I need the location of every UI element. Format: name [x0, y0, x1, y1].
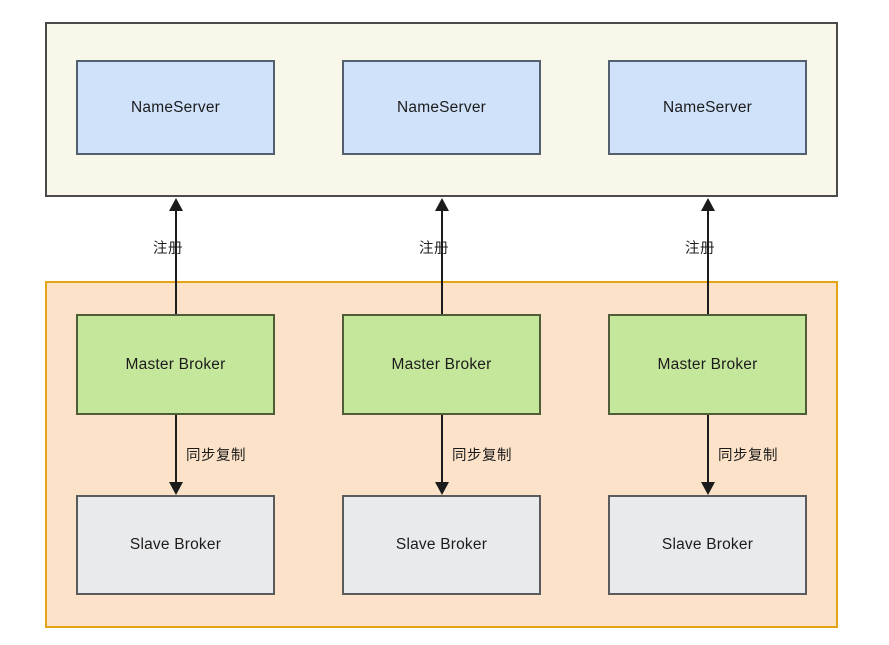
- register-line-3: [707, 210, 709, 314]
- register-arrowhead-icon-1: [169, 198, 183, 211]
- nameserver-node-3[interactable]: NameServer: [608, 60, 807, 155]
- register-arrowhead-icon-3: [701, 198, 715, 211]
- master-broker-node-2[interactable]: Master Broker: [342, 314, 541, 415]
- register-edge-label-2: 注册: [419, 241, 449, 257]
- master-broker-node-1[interactable]: Master Broker: [76, 314, 275, 415]
- replicate-arrowhead-icon-2: [435, 482, 449, 495]
- master-broker-node-2-label: Master Broker: [391, 355, 492, 373]
- master-broker-node-3[interactable]: Master Broker: [608, 314, 807, 415]
- register-line-1: [175, 210, 177, 314]
- nameserver-node-2[interactable]: NameServer: [342, 60, 541, 155]
- replicate-line-3: [707, 415, 709, 483]
- replicate-line-2: [441, 415, 443, 483]
- replicate-edge-label-3: 同步复制: [718, 448, 778, 464]
- slave-broker-node-2[interactable]: Slave Broker: [342, 495, 541, 595]
- register-line-2: [441, 210, 443, 314]
- nameserver-node-1[interactable]: NameServer: [76, 60, 275, 155]
- replicate-arrowhead-icon-1: [169, 482, 183, 495]
- master-broker-node-3-label: Master Broker: [657, 355, 758, 373]
- nameserver-node-1-label: NameServer: [131, 98, 220, 116]
- register-edge-label-1: 注册: [153, 241, 183, 257]
- register-edge-label-3: 注册: [685, 241, 715, 257]
- slave-broker-node-3[interactable]: Slave Broker: [608, 495, 807, 595]
- replicate-arrowhead-icon-3: [701, 482, 715, 495]
- nameserver-node-2-label: NameServer: [397, 98, 486, 116]
- slave-broker-node-1-label: Slave Broker: [129, 536, 222, 553]
- replicate-edge-label-1: 同步复制: [186, 448, 246, 464]
- replicate-edge-label-2: 同步复制: [452, 448, 512, 464]
- slave-broker-node-1[interactable]: Slave Broker: [76, 495, 275, 595]
- replicate-line-1: [175, 415, 177, 483]
- nameserver-node-3-label: NameServer: [663, 98, 752, 116]
- slave-broker-node-2-label: Slave Broker: [395, 536, 488, 553]
- register-arrowhead-icon-2: [435, 198, 449, 211]
- slave-broker-node-3-label: Slave Broker: [661, 536, 754, 553]
- master-broker-node-1-label: Master Broker: [125, 355, 226, 373]
